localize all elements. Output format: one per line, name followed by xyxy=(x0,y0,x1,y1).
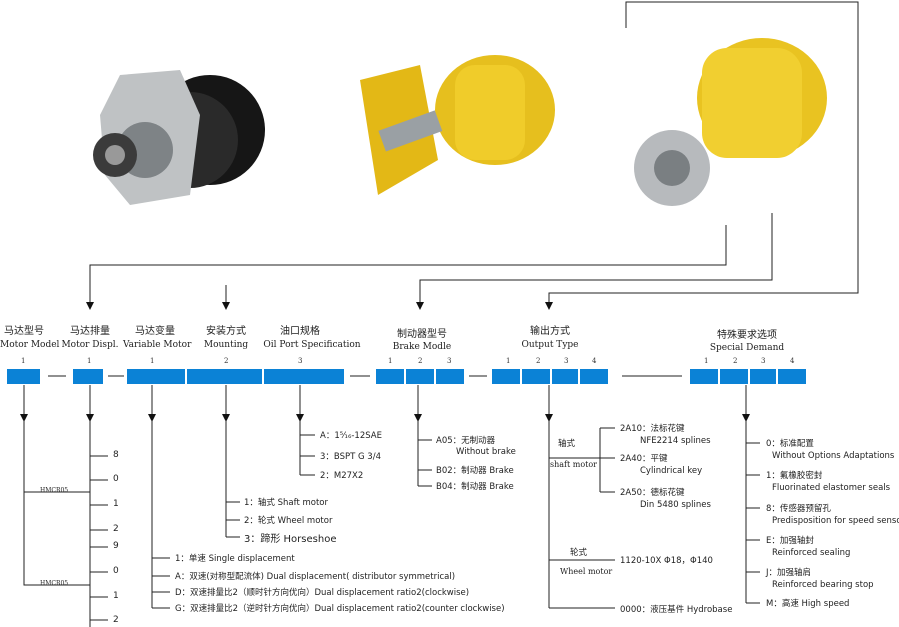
mounting-option: 1：轴式 Shaft motor xyxy=(244,498,328,508)
num-special-1: 1 xyxy=(704,357,709,365)
special-option-cn: 1：氟橡胶密封 xyxy=(766,471,823,481)
header-mounting-cn: 安装方式 xyxy=(206,326,246,337)
header-oil-port-cn: 油口规格 xyxy=(280,326,320,337)
mounting-option: 3：蹄形 Horseshoe xyxy=(244,534,337,545)
output-shaft-option-cn: 2A10：法标花键 xyxy=(620,424,685,434)
oil-port-option: 3：BSPT G 3/4 xyxy=(320,452,381,462)
num-special-3: 3 xyxy=(761,357,766,365)
special-option-en: Predisposition for speed sensor xyxy=(772,516,899,526)
output-shaft-option-cn: 2A50：德标花键 xyxy=(620,488,685,498)
num-special-4: 4 xyxy=(790,357,795,365)
special-option-cn: 8：传感器预留孔 xyxy=(766,504,831,514)
displ-digit: 1 xyxy=(113,591,119,601)
special-option-en: Fluorinated elastomer seals xyxy=(772,483,891,493)
header-special-en: Special Demand xyxy=(709,343,785,353)
special-option-cn: E：加强轴封 xyxy=(766,536,814,546)
variable-option: D：双速排量比2（顺时针方向优向）Dual displacement ratio… xyxy=(175,588,470,598)
output-wheel-option: 1120-10X Φ18，Φ140 xyxy=(620,556,713,566)
code-box-brake-3 xyxy=(436,369,464,384)
special-option-en: Reinforced sealing xyxy=(772,548,851,558)
code-box-output-3 xyxy=(552,369,578,384)
oil-port-option: 2：M27X2 xyxy=(320,471,364,481)
special-option-cn: M：高速 High speed xyxy=(766,599,850,609)
num-output-2: 2 xyxy=(536,357,541,365)
output-wheel-en: Wheel motor xyxy=(560,567,613,576)
header-variable-motor-cn: 马达变量 xyxy=(135,326,175,337)
code-box-motor-displ xyxy=(73,369,103,384)
brake-option-code: B04：制动器 Brake xyxy=(436,482,514,492)
num-oil-port-3: 3 xyxy=(298,357,303,365)
num-output-3: 3 xyxy=(564,357,569,365)
header-brake-en: Brake Modle xyxy=(392,342,452,352)
yellow-motor-photo-1 xyxy=(360,40,560,200)
special-option-en: Reinforced bearing stop xyxy=(772,580,874,590)
header-motor-displ-cn: 马达排量 xyxy=(70,326,110,337)
displ-digit: 9 xyxy=(113,541,119,551)
num-brake-3: 3 xyxy=(447,357,452,365)
output-shaft-option-en: Din 5480 splines xyxy=(640,500,711,510)
header-brake-cn: 制动器型号 xyxy=(397,329,447,340)
mounting-option: 2：轮式 Wheel motor xyxy=(244,516,333,526)
displ-digit: 2 xyxy=(113,615,119,625)
output-shaft-cn: 轴式 xyxy=(558,439,576,449)
code-box-special-1 xyxy=(690,369,718,384)
num-output-1: 1 xyxy=(506,357,511,365)
brake-option-code: A05：无制动器 xyxy=(436,436,496,446)
displ-digit: 2 xyxy=(113,524,119,534)
displ-digit: 1 xyxy=(113,499,119,509)
header-motor-model-cn: 马达型号 xyxy=(4,326,44,337)
code-box-output-1 xyxy=(492,369,520,384)
output-shaft-option-en: Cylindrical key xyxy=(640,466,703,476)
header-output-cn: 输出方式 xyxy=(530,326,570,337)
output-wheel-cn: 轮式 xyxy=(570,548,588,558)
code-box-output-2 xyxy=(522,369,550,384)
code-box-special-3 xyxy=(750,369,776,384)
displ-digit: 8 xyxy=(113,450,119,460)
special-option-cn: 0：标准配置 xyxy=(766,439,814,449)
header-variable-motor-en: Variable Motor xyxy=(123,340,192,350)
displ-group-label-1: HMCR05 xyxy=(40,487,69,494)
header-motor-model-en: Motor Model xyxy=(0,340,60,350)
brake-option-code: B02：制动器 Brake xyxy=(436,466,514,476)
displ-digit: 0 xyxy=(113,474,119,484)
num-special-2: 2 xyxy=(733,357,738,365)
header-mounting-en: Mounting xyxy=(203,340,249,350)
num-brake-1: 1 xyxy=(388,357,393,365)
header-special-cn: 特殊要求选项 xyxy=(717,330,777,341)
code-box-mounting xyxy=(187,369,262,384)
code-box-special-4 xyxy=(778,369,806,384)
displ-digit: 0 xyxy=(113,566,119,576)
brake-option-en: Without brake xyxy=(456,447,516,457)
num-motor-displ-1: 1 xyxy=(87,357,92,365)
yellow-motor-photo-2 xyxy=(612,28,830,213)
code-box-oil-port xyxy=(264,369,344,384)
variable-option: 1：单速 Single displacement xyxy=(175,554,295,564)
num-output-4: 4 xyxy=(592,357,597,365)
oil-port-option: A：1⁵⁄₁₆-12SAE xyxy=(320,431,382,441)
displ-group-label-2: HMCR05 xyxy=(40,580,69,587)
variable-option: G：双速排量比2（逆时针方向优向）Dual displacement ratio… xyxy=(175,604,505,614)
code-box-special-2 xyxy=(720,369,748,384)
code-box-brake-1 xyxy=(376,369,404,384)
variable-option: A：双速(对称型配流体) Dual displacement( distribu… xyxy=(175,572,456,582)
output-shaft-option-cn: 2A40：平键 xyxy=(620,454,668,464)
header-oil-port-en: Oil Port Specification xyxy=(263,340,361,350)
output-shaft-en: shaft motor xyxy=(550,460,598,469)
code-box-variable xyxy=(127,369,185,384)
output-shaft-option-en: NFE2214 splines xyxy=(640,436,711,446)
header-output-en: Output Type xyxy=(521,340,579,350)
code-box-motor-model xyxy=(7,369,40,384)
special-option-en: Without Options Adaptations xyxy=(772,451,895,461)
code-box-output-4 xyxy=(580,369,608,384)
num-mounting-2: 2 xyxy=(224,357,229,365)
output-hydrobase: 0000：液压基件 Hydrobase xyxy=(620,605,733,615)
num-variable-motor-1: 1 xyxy=(150,357,155,365)
num-motor-model-1: 1 xyxy=(21,357,26,365)
num-brake-2: 2 xyxy=(418,357,423,365)
header-motor-displ-en: Motor Displ. xyxy=(61,340,119,350)
special-option-cn: J：加强轴肩 xyxy=(766,568,812,578)
black-motor-photo xyxy=(60,55,270,210)
code-box-brake-2 xyxy=(406,369,434,384)
